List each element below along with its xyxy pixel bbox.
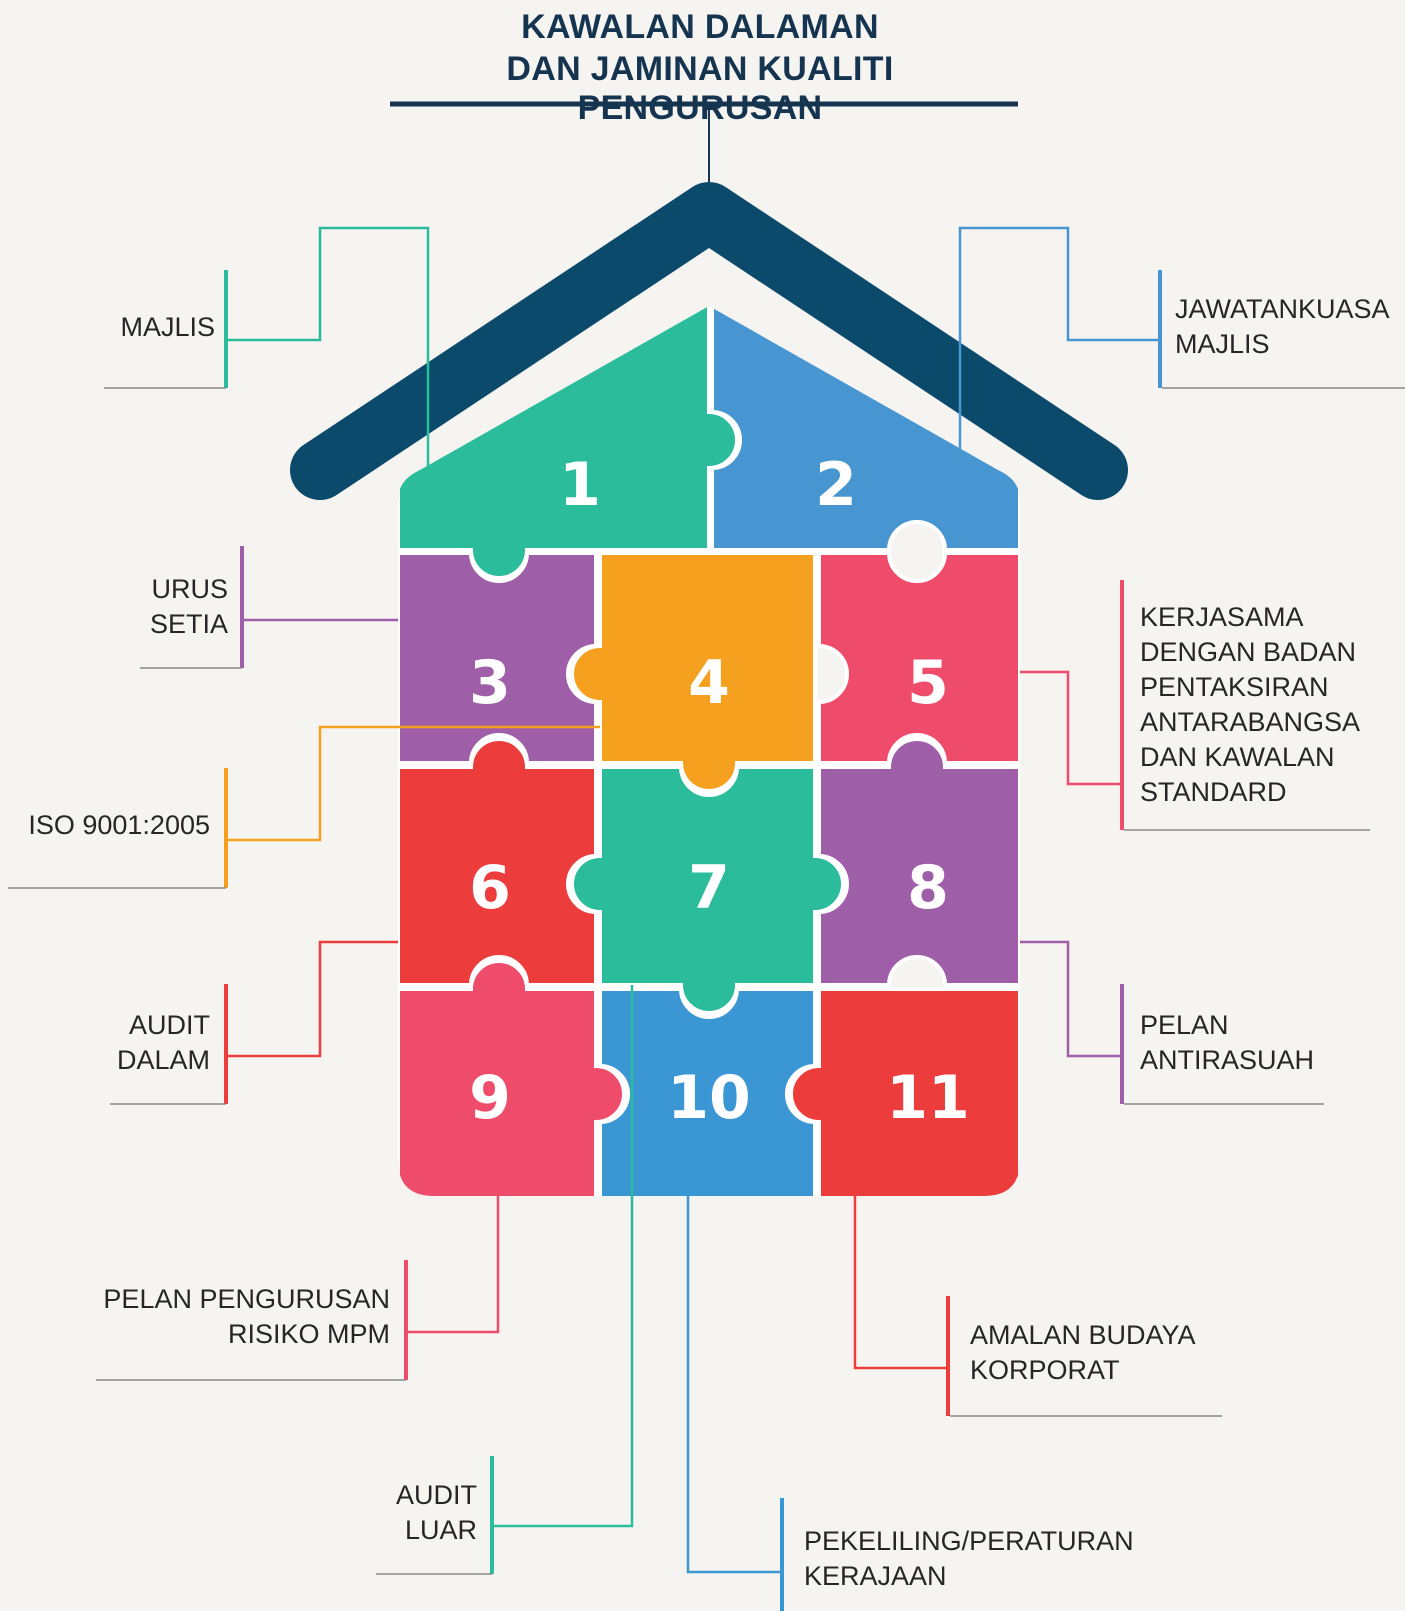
puzzle-piece-9 [398,959,626,1196]
piece-number-9: 9 [469,1063,511,1133]
connector-audit-luar [492,985,634,1528]
label-pekeliling: PEKELILING/PERATURAN KERAJAAN [804,1524,1134,1594]
label-kerjasama-line-5: DAN KAWALAN [1140,742,1335,772]
label-pelan-antirasuah: PELAN ANTIRASUAH [1140,1008,1314,1078]
puzzle-piece-10 [598,987,817,1196]
label-urus-setia: URUS SETIA [150,572,228,642]
label-audit-dalam: AUDIT DALAM [117,1008,210,1078]
label-audit-luar: AUDIT LUAR [396,1478,477,1548]
connector-iso [226,725,600,842]
label-majlis: MAJLIS [120,310,215,345]
puzzle-piece-4 [570,551,817,793]
label-kerjasama-line-1: KERJASAMA [1140,602,1304,632]
piece-number-10: 10 [667,1063,751,1133]
piece-number-11: 11 [886,1063,970,1133]
piece-number-7: 7 [688,853,730,923]
label-pekeliling-line-2: KERAJAAN [804,1561,947,1591]
label-urus-setia-line-1: URUS [151,574,228,604]
connector-jawatankuasa [958,226,1160,460]
puzzle-piece-3 [398,551,598,765]
connector-pelan-risiko [406,1196,500,1334]
label-pelan-antirasuah-line-2: ANTIRASUAH [1140,1045,1315,1075]
label-pelan-risiko-line-1: PELAN PENGURUSAN [103,1284,390,1314]
connector-lines [8,226,1405,1611]
piece-number-3: 3 [469,648,511,718]
label-kerjasama-line-4: ANTARABANGSA [1140,707,1361,737]
label-majlis-line-1: MAJLIS [120,312,215,342]
connector-majlis [228,226,430,478]
label-kerjasama: KERJASAMA DENGAN BADAN PENTAKSIRAN ANTAR… [1140,600,1360,810]
label-audit-luar-line-2: LUAR [404,1515,477,1545]
label-iso-line-1: ISO 9001:2005 [28,810,210,840]
piece-number-6: 6 [469,853,511,923]
label-iso: ISO 9001:2005 [28,808,210,843]
label-amalan-line-1: AMALAN BUDAYA [970,1320,1196,1350]
connector-audit-dalam [226,940,398,1058]
label-pekeliling-line-1: PEKELILING/PERATURAN [804,1526,1134,1556]
puzzle-piece-7 [570,765,845,1015]
puzzle-piece-11 [789,987,1020,1196]
label-jawatankuasa-majlis: JAWATANKUASA MAJLIS [1175,292,1390,362]
puzzle-piece-8 [817,737,1020,987]
label-audit-luar-line-1: AUDIT [396,1480,477,1510]
connector-pekeliling [686,1196,782,1574]
label-amalan-budaya: AMALAN BUDAYA KORPORAT [970,1318,1196,1388]
puzzle-piece-5 [817,551,1020,765]
label-kerjasama-line-2: DENGAN BADAN [1140,637,1357,667]
piece-number-5: 5 [907,648,949,718]
title-line-1: KAWALAN DALAMAN [521,8,879,46]
piece-number-2: 2 [815,450,857,520]
label-jawatankuasa-line-1: JAWATANKUASA [1175,294,1390,324]
connector-pelan-antirasuah [1020,940,1122,1058]
connector-kerjasama [1020,670,1122,786]
title-line-2: DAN JAMINAN KUALITI PENGURUSAN [506,50,894,127]
puzzle-group [398,306,1020,1196]
label-pelan-antirasuah-line-1: PELAN [1140,1010,1229,1040]
connector-amalan [853,1196,948,1370]
label-audit-dalam-line-2: DALAM [116,1045,210,1075]
label-pelan-risiko: PELAN PENGURUSAN RISIKO MPM [103,1282,390,1352]
piece-number-4: 4 [688,648,730,718]
label-kerjasama-line-3: PENTAKSIRAN [1140,672,1329,702]
label-jawatankuasa-line-2: MAJLIS [1175,329,1270,359]
label-urus-setia-line-2: SETIA [149,609,228,639]
piece-number-8: 8 [907,853,949,923]
house-roof [290,182,1128,500]
label-amalan-line-2: KORPORAT [970,1355,1120,1385]
label-kerjasama-line-6: STANDARD [1140,777,1287,807]
label-pelan-risiko-line-2: RISIKO MPM [227,1319,390,1349]
label-audit-dalam-line-1: AUDIT [129,1010,210,1040]
piece-number-1: 1 [559,450,601,520]
puzzle-piece-6 [398,737,598,987]
